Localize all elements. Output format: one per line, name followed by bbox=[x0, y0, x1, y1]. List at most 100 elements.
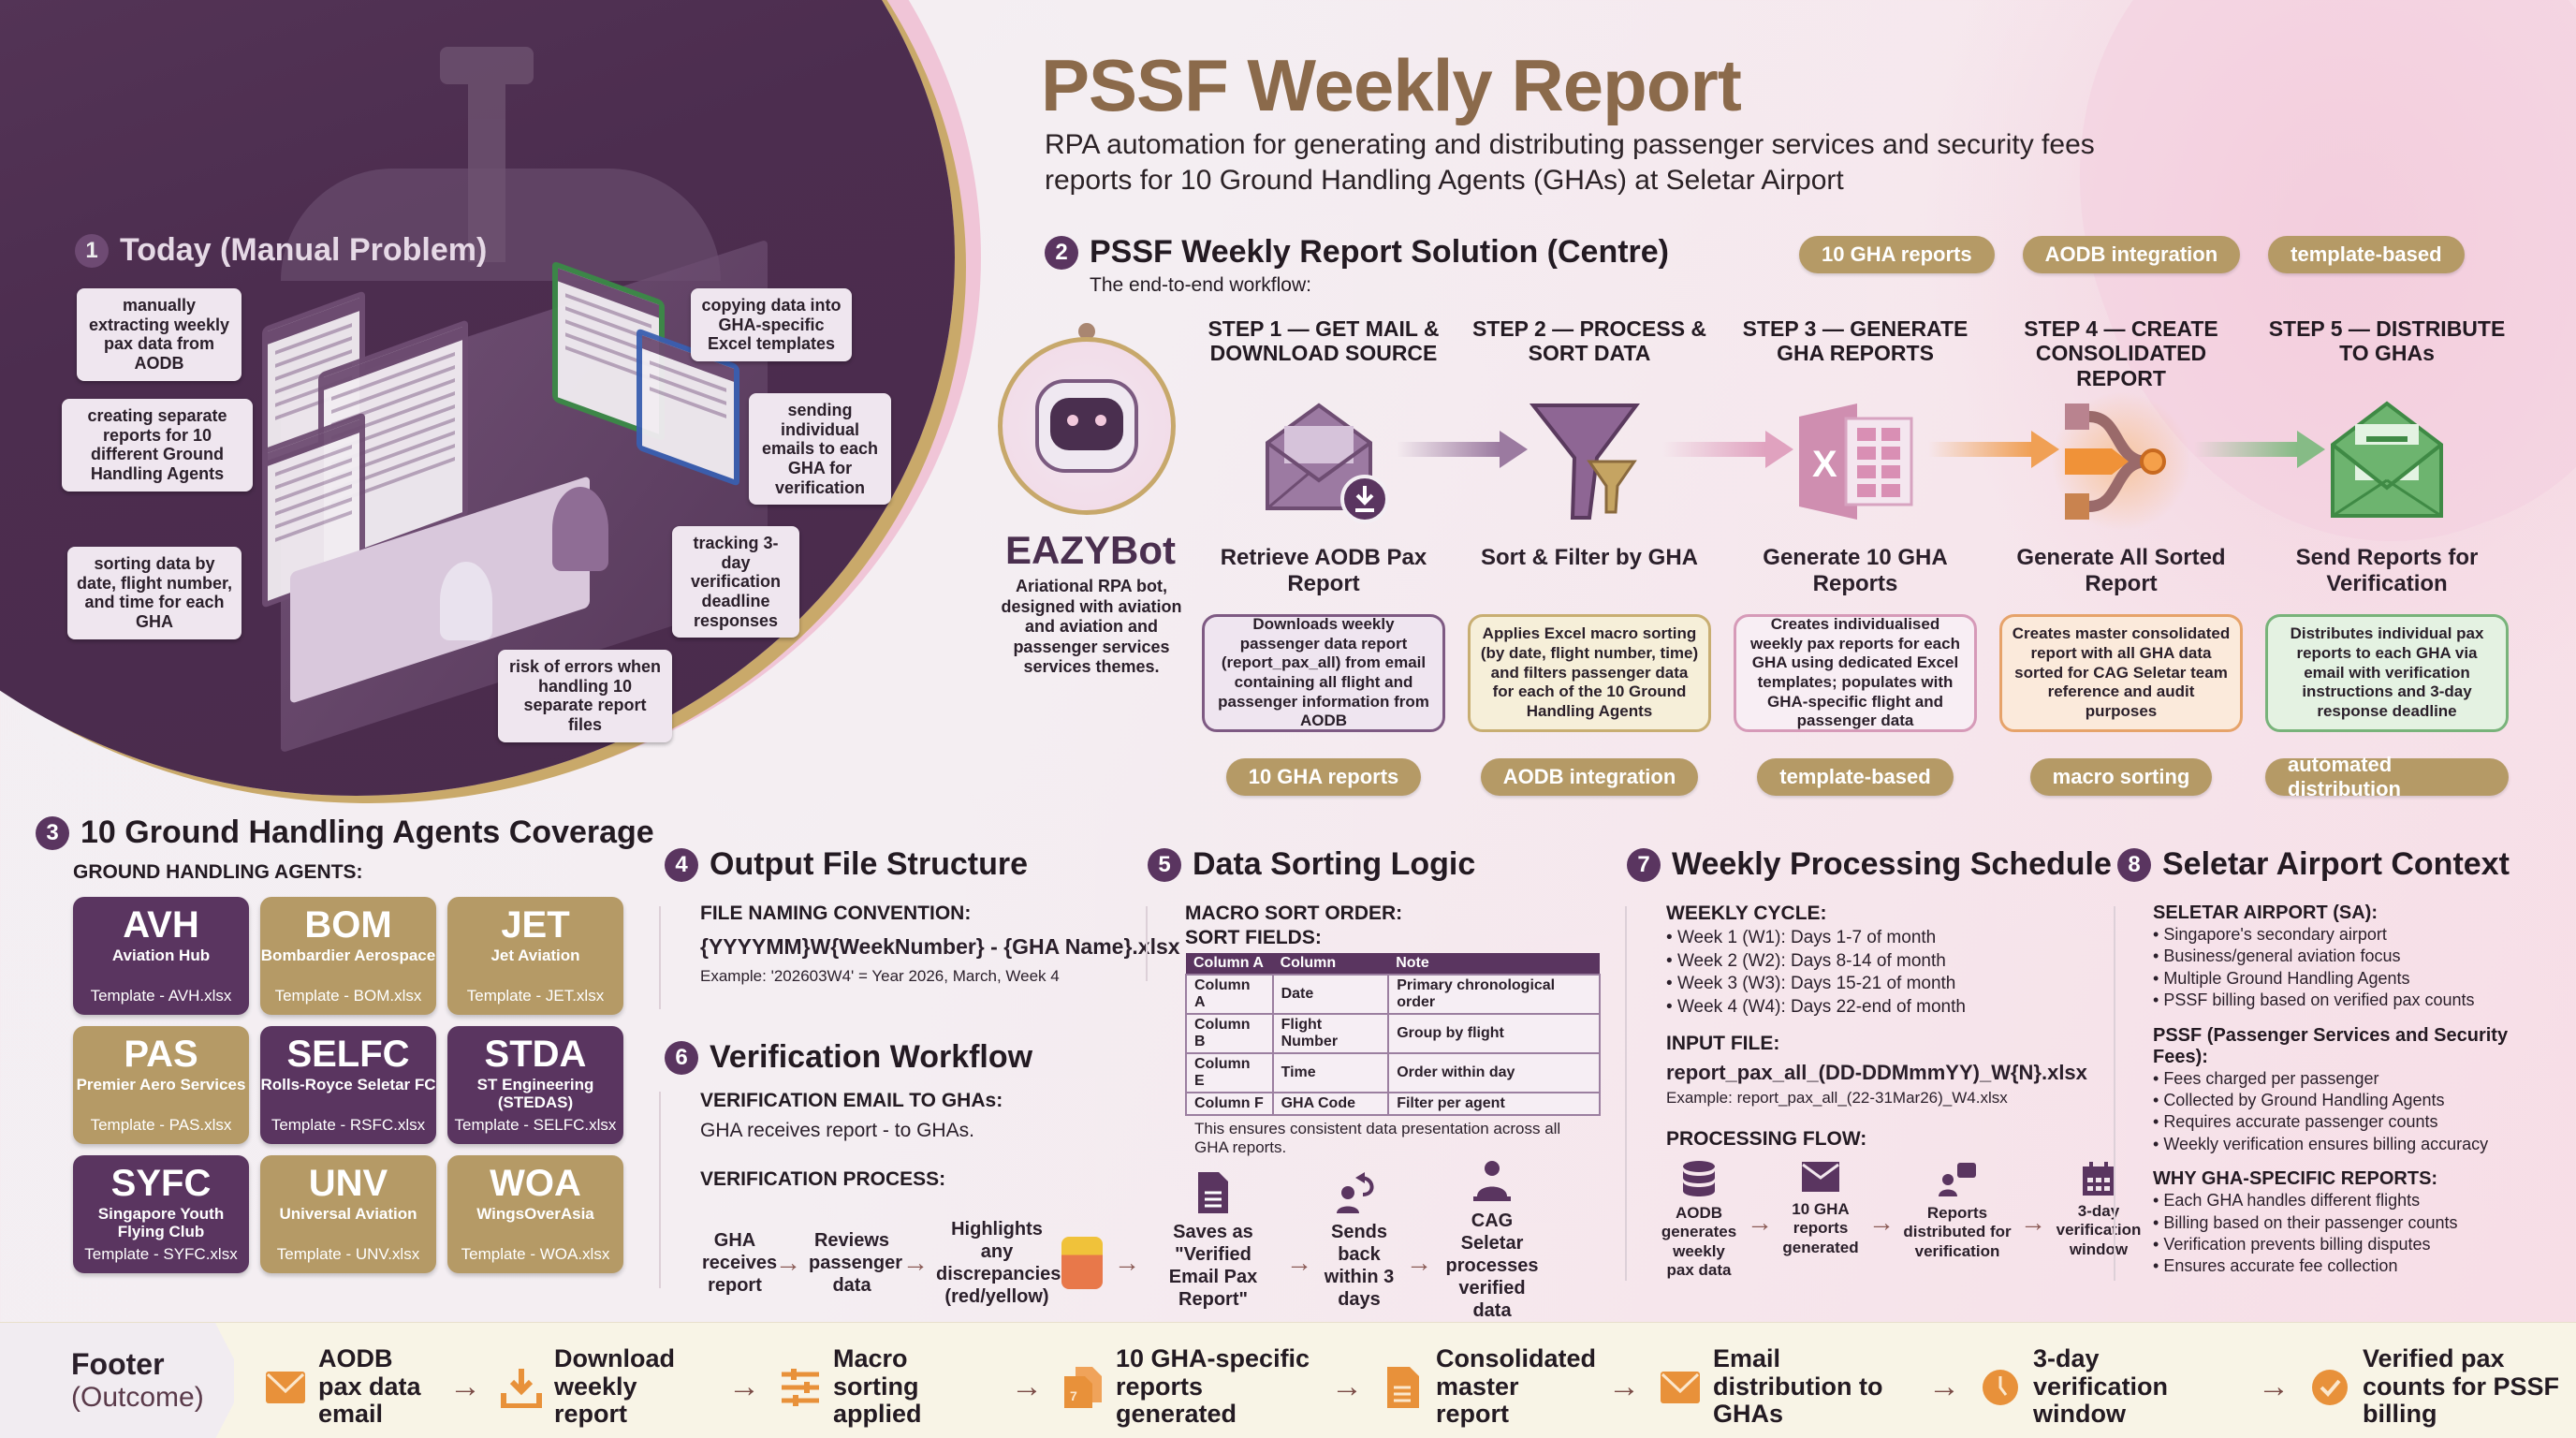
step-label: STEP 4 — CREATE CONSOLIDATED REPORT bbox=[2024, 316, 2218, 390]
input-file-example: Example: report_pax_all_(22-31Mar26)_W4.… bbox=[1666, 1088, 2008, 1107]
step-description: Distributes individual pax reports to ea… bbox=[2265, 614, 2509, 732]
section-title: Data Sorting Logic bbox=[1193, 846, 1476, 882]
clock-icon bbox=[1979, 1366, 2022, 1409]
section-number-badge: 5 bbox=[1148, 847, 1181, 882]
footer-step: Consolidated master report bbox=[1382, 1344, 1596, 1429]
step-label: STEP 2 — PROCESS & SORT DATA bbox=[1471, 316, 1707, 366]
flow-step: 10 GHA reports generated bbox=[1780, 1161, 1861, 1257]
user-message-icon bbox=[1939, 1163, 1976, 1196]
robot-icon bbox=[1035, 379, 1138, 473]
callout-copying: copying data into GHA-specific Excel tem… bbox=[691, 288, 852, 362]
list-item: Singapore's secondary airport bbox=[2153, 924, 2565, 946]
section-title: Today (Manual Problem) bbox=[120, 232, 488, 268]
verification-process-flow: GHA receives report → Reviews passenger … bbox=[702, 1159, 1544, 1322]
list-item: Multiple Ground Handling Agents bbox=[2153, 968, 2565, 990]
excel-icon: X bbox=[1785, 391, 1925, 532]
footer-step: 3-day verification window bbox=[1979, 1344, 2239, 1429]
list-item: Verification prevents billing disputes bbox=[2153, 1234, 2565, 1255]
context-group-label: WHY GHA-SPECIFIC REPORTS: bbox=[2153, 1168, 2438, 1190]
list-item: Fees charged per passenger bbox=[2153, 1068, 2565, 1090]
flow-step: Saves as "Verified Email Pax Report" bbox=[1148, 1170, 1279, 1311]
section-title: PSSF Weekly Report Solution (Centre) bbox=[1090, 234, 1670, 270]
step-name: Generate All Sorted Report bbox=[2016, 545, 2226, 596]
arrow-right-icon bbox=[2194, 431, 2325, 468]
solution-tags: 10 GHA reports AODB integration template… bbox=[1799, 236, 2465, 273]
flow-step: Reports distributed for verification bbox=[1902, 1161, 2012, 1261]
verification-block: VERIFICATION EMAIL TO GHAs: GHA receives… bbox=[700, 1090, 1003, 1191]
step-description: Downloads weekly passenger data report (… bbox=[1202, 614, 1445, 732]
arrow-right-icon: → bbox=[1114, 1248, 1140, 1277]
context-group-label: PSSF (Passenger Services and Security Fe… bbox=[2153, 1024, 2509, 1067]
list-item: Week 4 (W4): Days 22-end of month bbox=[1666, 996, 2087, 1020]
section-3-heading: 3 10 Ground Handling Agents Coverage bbox=[36, 814, 654, 851]
divider bbox=[1625, 906, 1627, 1281]
arrow-right-icon: → bbox=[902, 1248, 929, 1277]
step-label: STEP 1 — GET MAIL & DOWNLOAD SOURCE bbox=[1208, 316, 1440, 366]
tag-pill: AODB integration bbox=[2022, 236, 2241, 273]
file-naming-block: FILE NAMING CONVENTION: {YYYYMM}W{WeekNu… bbox=[700, 902, 1180, 986]
tag-pill: 10 GHA reports bbox=[1799, 236, 1995, 273]
merge-icon bbox=[2051, 391, 2191, 532]
processing-flow-label: PROCESSING FLOW: bbox=[1666, 1127, 1867, 1150]
worker-illustration bbox=[440, 562, 492, 640]
step-name: Send Reports for Verification bbox=[2295, 545, 2479, 596]
section-number-badge: 6 bbox=[665, 1040, 698, 1075]
sort-note: This ensures consistent data presentatio… bbox=[1194, 1120, 1561, 1156]
naming-pattern: {YYYYMM}W{WeekNumber} - {GHA Name}.xlsx bbox=[700, 934, 1180, 959]
section-4-heading: 4 Output File Structure bbox=[665, 846, 1028, 883]
envelope-download-icon bbox=[1253, 391, 1394, 532]
footer-step: 7 10 GHA-specific reports generated bbox=[1061, 1344, 1312, 1429]
list-item: PSSF billing based on verified pax count… bbox=[2153, 990, 2565, 1011]
eazybot-avatar bbox=[998, 337, 1176, 515]
footer-step: Verified pax counts for PSSF billing bbox=[2308, 1344, 2576, 1429]
envelope-icon bbox=[1659, 1366, 1702, 1409]
section-number-badge: 3 bbox=[36, 815, 69, 850]
context-list: Singapore's secondary airport Business/g… bbox=[2153, 924, 2565, 1012]
list-item: Week 1 (W1): Days 1-7 of month bbox=[1666, 927, 2087, 950]
list-item: Ensures accurate fee collection bbox=[2153, 1255, 2565, 1277]
document-icon bbox=[1382, 1366, 1425, 1409]
weekly-cycle-list: Week 1 (W1): Days 1-7 of month Week 2 (W… bbox=[1666, 927, 2087, 1020]
divider bbox=[2114, 906, 2115, 1281]
svg-text:X: X bbox=[1812, 444, 1837, 485]
section-7-heading: 7 Weekly Processing Schedule bbox=[1627, 846, 2112, 883]
calendar-icon bbox=[2083, 1162, 2115, 1196]
context-list: Fees charged per passenger Collected by … bbox=[2153, 1068, 2565, 1156]
verification-email-label: VERIFICATION EMAIL TO GHAs: bbox=[700, 1090, 1003, 1111]
context-list: Each GHA handles different flights Billi… bbox=[2153, 1190, 2565, 1278]
page-title: PSSF Weekly Report bbox=[1041, 44, 1742, 126]
step-tag: automated distribution bbox=[2265, 753, 2509, 800]
step-name: Sort & Filter by GHA bbox=[1480, 545, 1699, 570]
workflow-steps: STEP 1 — GET MAIL & DOWNLOAD SOURCE Retr… bbox=[1202, 316, 1711, 796]
svg-text:7: 7 bbox=[1070, 1388, 1077, 1403]
database-icon bbox=[1683, 1161, 1715, 1196]
footer-steps: AODB pax data email → Download weekly re… bbox=[264, 1344, 2576, 1429]
files-icon: 7 bbox=[1061, 1366, 1105, 1409]
workflow-intro: The end-to-end workflow: bbox=[1090, 274, 1311, 296]
step-tag: AODB integration bbox=[1480, 758, 1699, 796]
list-item: Each GHA handles different flights bbox=[2153, 1190, 2565, 1211]
divider bbox=[659, 906, 661, 1009]
arrow-right-icon bbox=[1397, 431, 1528, 468]
step-description: Creates master consolidated report with … bbox=[1999, 614, 2243, 732]
callout-sorting: sorting data by date, flight number, and… bbox=[67, 547, 242, 639]
document-icon bbox=[1198, 1172, 1228, 1213]
section-number-badge: 2 bbox=[1045, 235, 1078, 270]
list-item: Billing based on their passenger counts bbox=[2153, 1212, 2565, 1234]
step-label: STEP 3 — GENERATE GHA REPORTS bbox=[1742, 316, 1969, 366]
verification-email-text: GHA receives report - to GHAs. bbox=[700, 1120, 974, 1141]
arrow-right-icon: → bbox=[2258, 1369, 2290, 1405]
highlight-spreadsheet-icon bbox=[1061, 1237, 1103, 1289]
list-item: Week 2 (W2): Days 8-14 of month bbox=[1666, 950, 2087, 974]
workflow-step-5: STEP 5 — DISTRIBUTE TO GHAs Send Reports… bbox=[2265, 316, 2509, 800]
flow-step: Sends back within 3 days bbox=[1320, 1170, 1398, 1311]
